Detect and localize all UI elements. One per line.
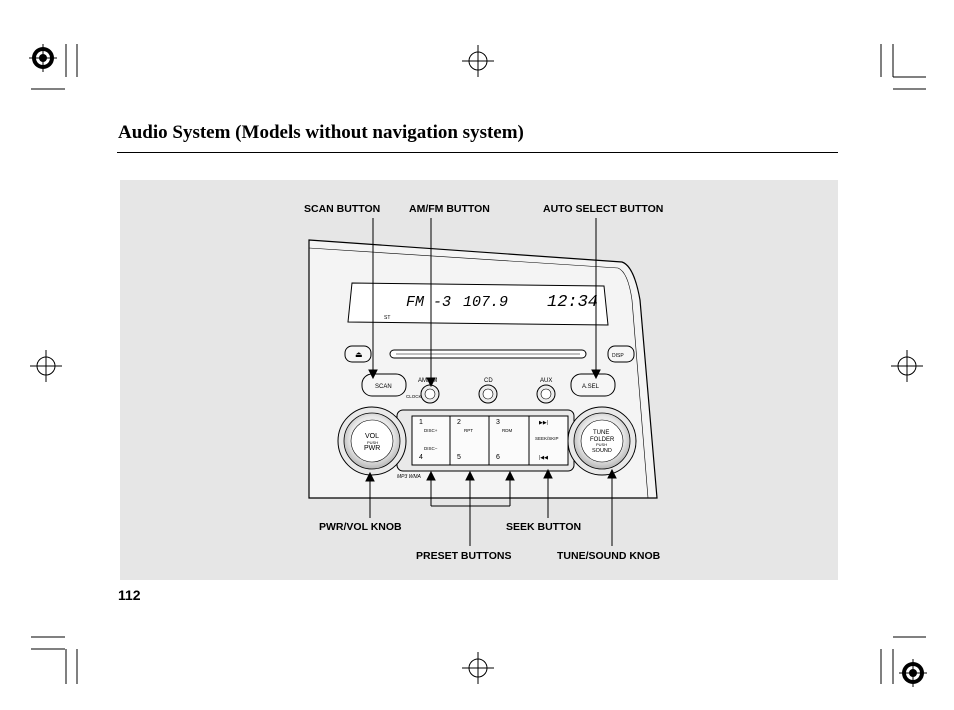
aux-button-label: AUX [540,378,552,384]
folder-knob-label: FOLDER [590,437,615,443]
scan-button-label: SCAN [375,384,392,390]
preset-bar [396,409,575,472]
display-band: FM -3 [406,294,451,311]
pwr-knob-label: PWR [364,445,380,452]
eject-icon: ⏏ [355,350,363,359]
preset-6: 6 [496,454,500,461]
format-label: MP3 WMA [397,474,422,480]
vol-knob-label: VOL [365,433,379,440]
seek-down-icon: |◀◀ [539,455,548,461]
display-stereo: ST [384,315,390,321]
callout-pwr-vol-knob: PWR/VOL KNOB [319,521,402,533]
preset-3: 3 [496,419,500,426]
sound-knob-label: SOUND [592,448,612,454]
page-title: Audio System (Models without navigation … [118,122,524,143]
disc-plus-label: DISC+ [424,428,438,433]
callout-preset-buttons: PRESET BUTTONS [416,550,512,562]
vol-knob-push-label: PUSH [367,440,378,445]
page-number: 112 [118,587,141,603]
asel-button-label: A.SEL [582,384,600,390]
display-clock: 12:34 [547,293,598,312]
preset-4: 4 [419,454,423,461]
disc-minus-label: DISC− [424,446,438,451]
tune-knob-push-label: PUSH [596,442,607,447]
disp-button-label: DISP [612,353,624,359]
callout-amfm-button: AM/FM BUTTON [409,203,490,215]
preset-5: 5 [457,454,461,461]
seek-skip-label: SEEK/SKIP [535,436,559,441]
clock-button-label: CLOCK [406,394,422,399]
preset-2: 2 [457,419,461,426]
cd-button-label: CD [484,378,493,384]
eject-button-shape [344,345,372,363]
callout-tune-sound-knob: TUNE/SOUND KNOB [557,550,661,562]
pwr-vol-knob-shape [337,406,407,476]
amfm-button-label: AM/FM [418,378,437,384]
callout-auto-select-button: AUTO SELECT BUTTON [543,203,664,215]
scan-button-shape [361,373,407,397]
title-divider [117,152,838,153]
disp-button-shape [607,345,635,363]
rdm-label: RDM [502,428,512,433]
display-frequency: 107.9 [463,294,508,311]
seek-up-icon: ▶▶| [539,420,548,426]
callout-seek-button: SEEK BUTTON [506,521,582,533]
rpt-label: RPT [464,428,473,433]
callout-scan-button: SCAN BUTTON [304,203,381,215]
tune-knob-label: TUNE [593,430,609,436]
asel-button-shape [570,373,616,397]
preset-1: 1 [419,419,423,426]
tune-sound-knob-shape [567,406,637,476]
display-window [347,282,609,326]
